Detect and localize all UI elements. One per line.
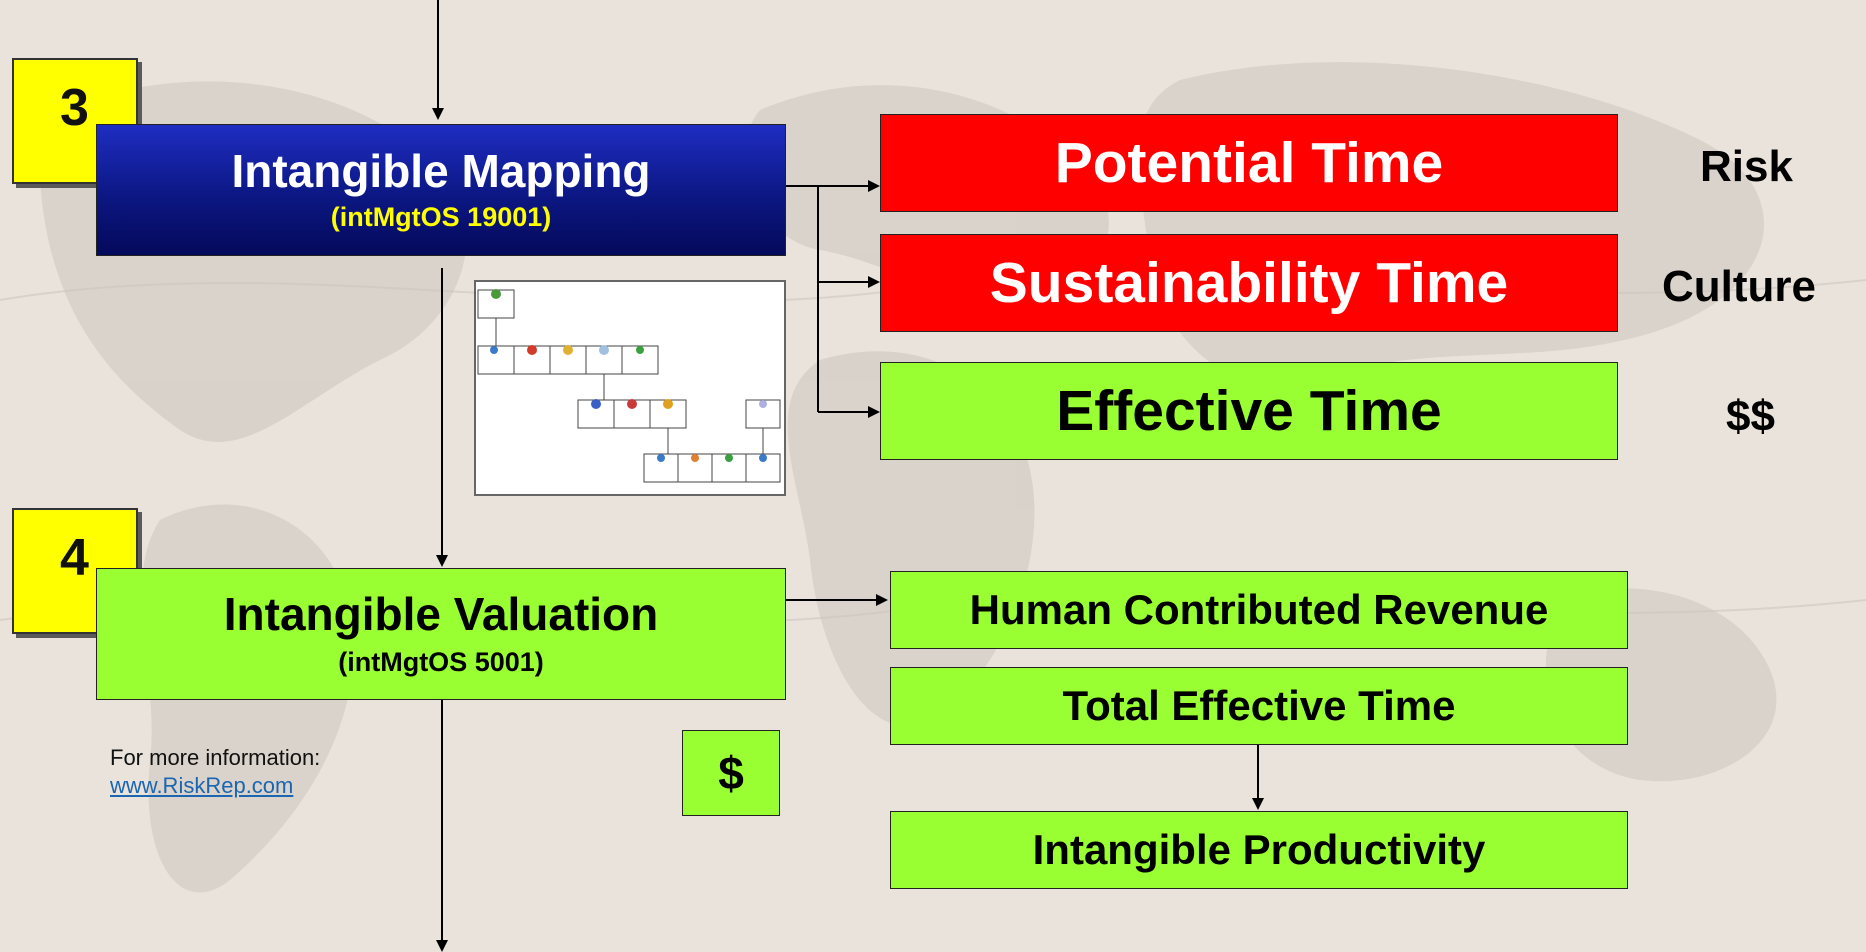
- dollar-badge: $: [682, 730, 780, 816]
- step-number-3: 3: [12, 58, 138, 184]
- dollar-dollar-label: $$: [1726, 392, 1775, 441]
- output-label: Potential Time: [1054, 131, 1444, 195]
- output-label: Total Effective Time: [1062, 682, 1456, 729]
- step-title: Intangible Mapping: [231, 145, 651, 198]
- info-text: For more information:: [110, 745, 321, 770]
- more-info: For more information: www.RiskRep.com: [110, 744, 320, 799]
- output-label: Sustainability Time: [989, 251, 1509, 315]
- culture-label: Culture: [1662, 262, 1816, 311]
- output-label: Human Contributed Revenue: [969, 586, 1549, 633]
- total-effective-time-box: Total Effective Time: [890, 667, 1628, 745]
- sustainability-time-box: Sustainability Time: [880, 234, 1618, 332]
- output-label: Intangible Productivity: [1032, 826, 1486, 873]
- intangible-mapping-box: Intangible Mapping (intMgtOS 19001): [96, 124, 786, 256]
- output-label: Effective Time: [1056, 379, 1442, 443]
- effective-time-box: Effective Time: [880, 362, 1618, 460]
- step-subtitle: (intMgtOS 19001): [330, 201, 552, 232]
- risk-label: Risk: [1700, 142, 1793, 191]
- step-title: Intangible Valuation: [223, 588, 659, 641]
- riskrep-link[interactable]: www.RiskRep.com: [110, 772, 294, 798]
- badge-label: $: [718, 747, 744, 799]
- mapping-thumbnail: [474, 280, 786, 496]
- intangible-productivity-box: Intangible Productivity: [890, 811, 1628, 889]
- human-contributed-revenue-box: Human Contributed Revenue: [890, 571, 1628, 649]
- intangible-valuation-box: Intangible Valuation (intMgtOS 5001): [96, 568, 786, 700]
- step-subtitle: (intMgtOS 5001): [338, 646, 544, 677]
- potential-time-box: Potential Time: [880, 114, 1618, 212]
